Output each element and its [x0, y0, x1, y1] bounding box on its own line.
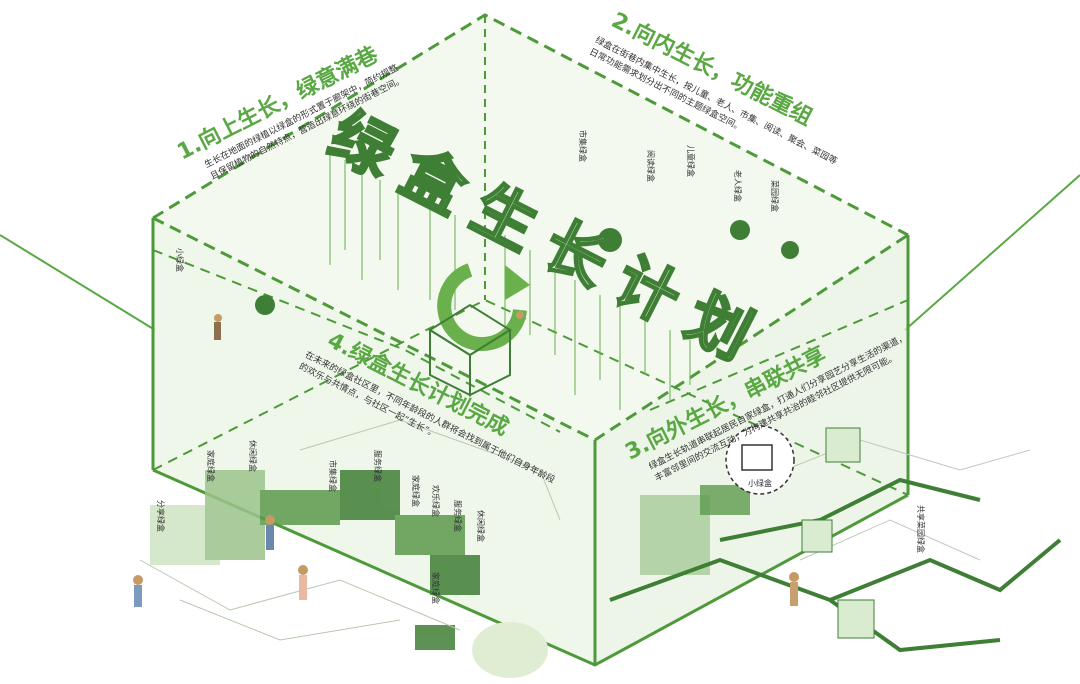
label-family: 家庭绿盒: [411, 475, 421, 507]
left-ground-houses: [139, 419, 561, 641]
left-ground-plant-grid: [150, 470, 480, 650]
label-left-tag: 小绿盒: [175, 248, 185, 272]
label-family-bottom: 家庭绿盒: [431, 572, 441, 604]
box-front-left-face: [153, 218, 595, 665]
label-share: 分享绿盒: [156, 500, 166, 532]
left-diagonal-line: [0, 234, 156, 331]
label-fun: 欢乐绿盒: [431, 485, 441, 517]
small-box-label: 小绿盒: [748, 478, 772, 488]
mid-plane-left-edge: [152, 249, 561, 433]
label-service-2: 服务绿盒: [453, 500, 463, 532]
tree-clusters: [255, 220, 799, 315]
label-leisure-left: 休闲绿盒: [248, 440, 258, 472]
small-box-icon: [741, 444, 773, 471]
picnic-lawn: [472, 622, 548, 678]
hanging-vines: [329, 150, 691, 410]
greenhouse-boxes: [801, 427, 875, 639]
label-market: 市集绿盒: [578, 130, 588, 162]
label-service: 服务绿盒: [373, 450, 383, 482]
label-kids: 儿童绿盒: [686, 145, 696, 177]
small-box-callout: [725, 425, 795, 495]
label-leisure: 休闲绿盒: [476, 510, 486, 542]
recycle-arrow-icon: [428, 263, 530, 397]
label-elder: 老人绿盒: [733, 170, 743, 202]
label-garden: 菜园绿盒: [770, 180, 780, 212]
box-top-face: [153, 15, 908, 440]
label-family-left: 家庭绿盒: [206, 450, 216, 482]
people-figures: [133, 311, 799, 607]
right-ground-plant-grid: [609, 477, 1062, 653]
label-market-ground: 市集绿盒: [328, 460, 338, 492]
label-reading: 阅读绿盒: [646, 150, 656, 182]
mid-plane-right-edge: [649, 299, 909, 411]
right-diagonal-line: [904, 174, 1080, 331]
label-shared-garden: 共享菜园绿盒: [916, 505, 926, 553]
